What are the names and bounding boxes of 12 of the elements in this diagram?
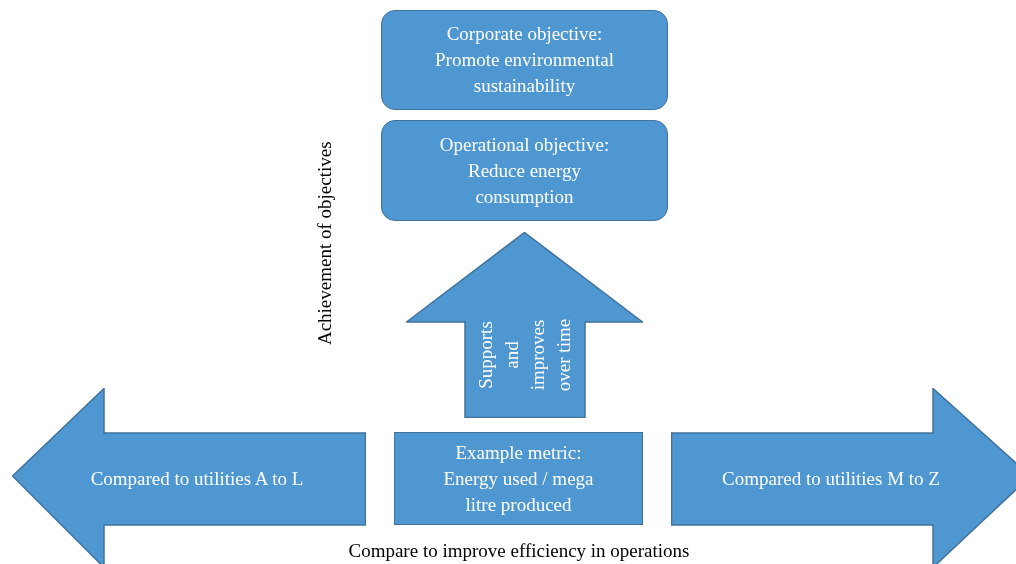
node-text: Example metric: Energy used / mega litre produced [442, 440, 595, 517]
node-text: Corporate objective: Promote environmental sustainability [434, 22, 615, 98]
objective-box [381, 10, 668, 110]
node-text: Compared to utilities A to L [90, 467, 304, 491]
up-arrow-shape [406, 232, 643, 418]
objective-box [381, 120, 668, 221]
axis-label: Compare to improve efficiency in operations [348, 539, 690, 563]
node-text: Compared to utilities M to Z [722, 467, 940, 491]
node-text: Operational objective: Reduce energy consumption [438, 132, 611, 209]
metric-box [394, 432, 643, 525]
node-text: Supports and improves over time [474, 317, 575, 394]
axis-label: Achievement of objectives [312, 141, 336, 345]
